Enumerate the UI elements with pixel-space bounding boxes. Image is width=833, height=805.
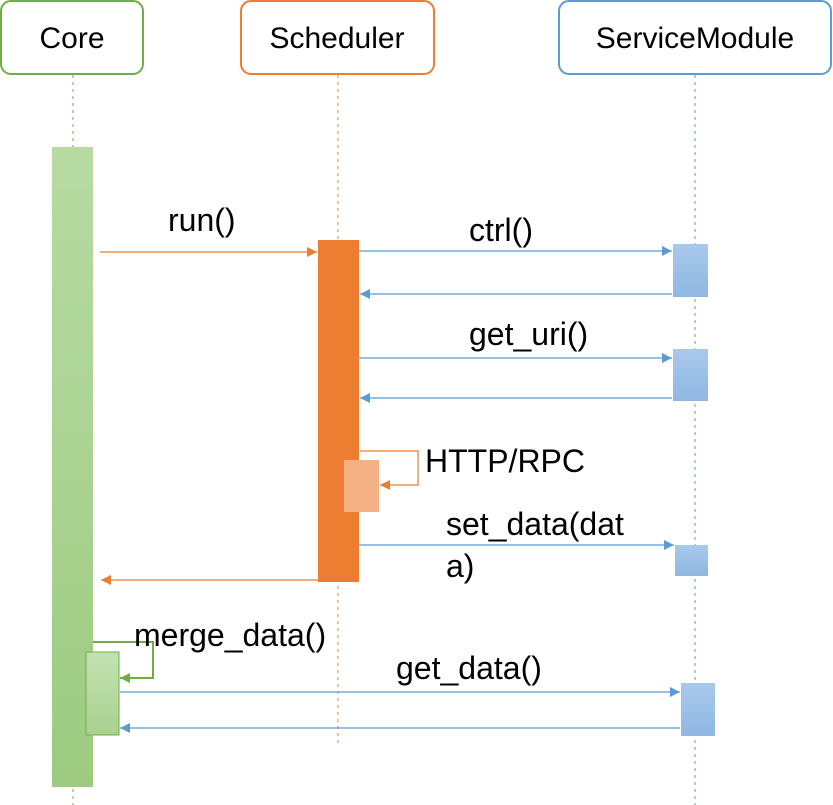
scheduler-self-activation: [344, 460, 379, 512]
run-label: run(): [168, 202, 236, 238]
participant-core: Core: [0, 0, 144, 75]
scheduler-activation: [318, 240, 359, 582]
get-uri-label: get_uri(): [469, 316, 588, 352]
participant-core-label: Core: [39, 22, 104, 55]
participant-service-module-label: ServiceModule: [596, 22, 794, 55]
core-self-activation: [85, 651, 120, 736]
service-activation-get-data: [681, 683, 715, 736]
set-data-label-line2: a): [446, 548, 474, 584]
participant-service-module: ServiceModule: [558, 0, 832, 75]
participant-scheduler-label: Scheduler: [269, 22, 404, 55]
service-activation-ctrl: [673, 244, 708, 297]
set-data-label-line1: set_data(dat: [446, 506, 624, 542]
participant-scheduler: Scheduler: [240, 0, 435, 75]
service-activation-get-uri: [673, 349, 708, 401]
get-data-label: get_data(): [396, 650, 542, 686]
merge-data-label: merge_data(): [134, 617, 326, 653]
service-activation-set-data: [675, 545, 708, 576]
ctrl-label: ctrl(): [469, 212, 533, 248]
http-rpc-label: HTTP/RPC: [425, 443, 585, 479]
http-rpc-self-arrow: [360, 450, 419, 490]
merge-data-self-arrow: [93, 641, 154, 683]
